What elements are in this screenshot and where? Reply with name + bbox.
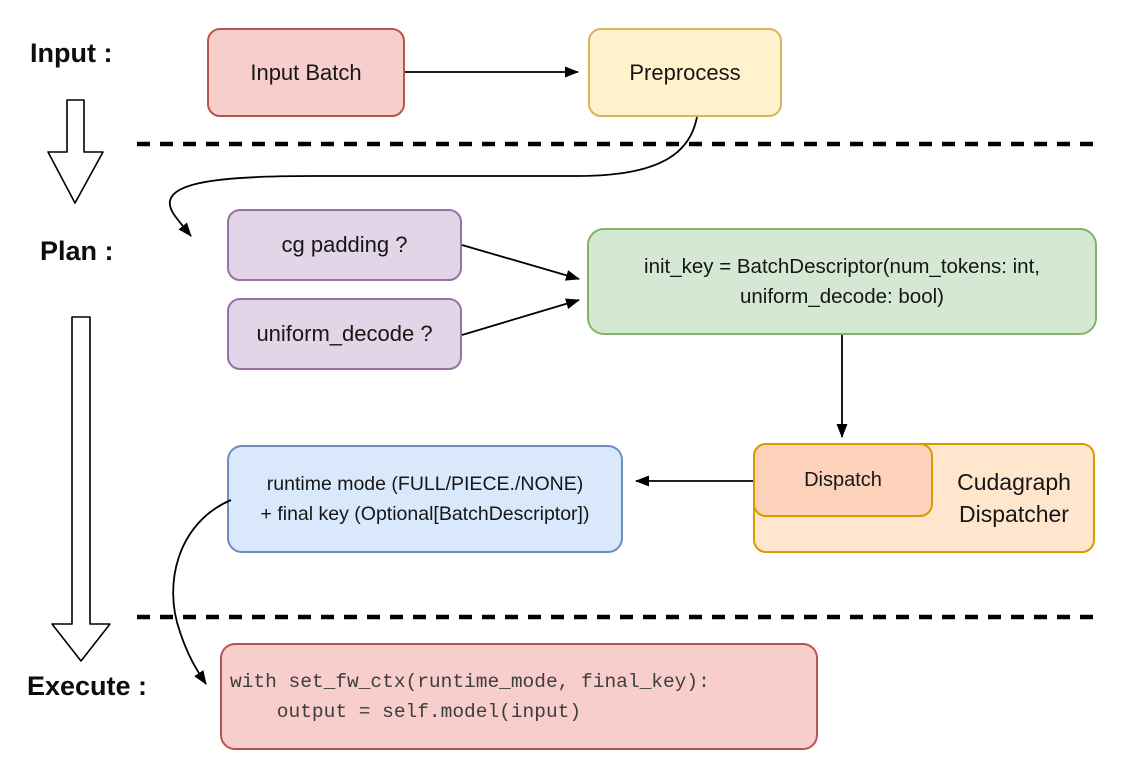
init-key-line2: uniform_decode: bool): [740, 284, 944, 308]
arrow-cgpadding-initkey: [461, 244, 580, 281]
dispatch-node: Dispatch: [753, 443, 933, 517]
preprocess-node: Preprocess: [588, 28, 782, 117]
cg-padding-label: cg padding ?: [281, 232, 408, 257]
execute-section-label: Execute :: [27, 671, 148, 701]
cudagraph-line2: Dispatcher: [959, 501, 1069, 527]
cg-padding-node: cg padding ?: [227, 209, 462, 281]
execute-code-line1: with set_fw_ctx(runtime_mode, final_key)…: [230, 670, 710, 693]
init-key-node: init_key = BatchDescriptor(num_tokens: i…: [587, 228, 1097, 335]
plan-to-execute-arrow: [51, 316, 111, 662]
runtime-result-line1: runtime mode (FULL/PIECE./NONE): [266, 473, 584, 495]
uniform-decode-label: uniform_decode ?: [256, 321, 433, 346]
input-to-plan-arrow: [47, 99, 104, 204]
input-section-label: Input :: [30, 38, 113, 68]
uniform-decode-node: uniform_decode ?: [227, 298, 462, 370]
arrow-uniformdecode-initkey: [461, 298, 580, 336]
execute-code-node: with set_fw_ctx(runtime_mode, final_key)…: [220, 643, 818, 750]
dispatch-label: Dispatch: [804, 469, 882, 491]
plan-section-label: Plan :: [40, 236, 114, 266]
preprocess-label: Preprocess: [629, 59, 741, 85]
input-batch-label: Input Batch: [250, 59, 362, 85]
runtime-result-node: runtime mode (FULL/PIECE./NONE) + final …: [227, 445, 623, 553]
execute-code-line2: output = self.model(input): [230, 700, 582, 723]
input-batch-node: Input Batch: [207, 28, 405, 117]
cudagraph-dispatcher-title: Cudagraph Dispatcher: [935, 445, 1093, 551]
runtime-result-line2: + final key (Optional[BatchDescriptor]): [260, 503, 590, 525]
cudagraph-line1: Cudagraph: [957, 469, 1071, 495]
init-key-line1: init_key = BatchDescriptor(num_tokens: i…: [644, 254, 1040, 278]
